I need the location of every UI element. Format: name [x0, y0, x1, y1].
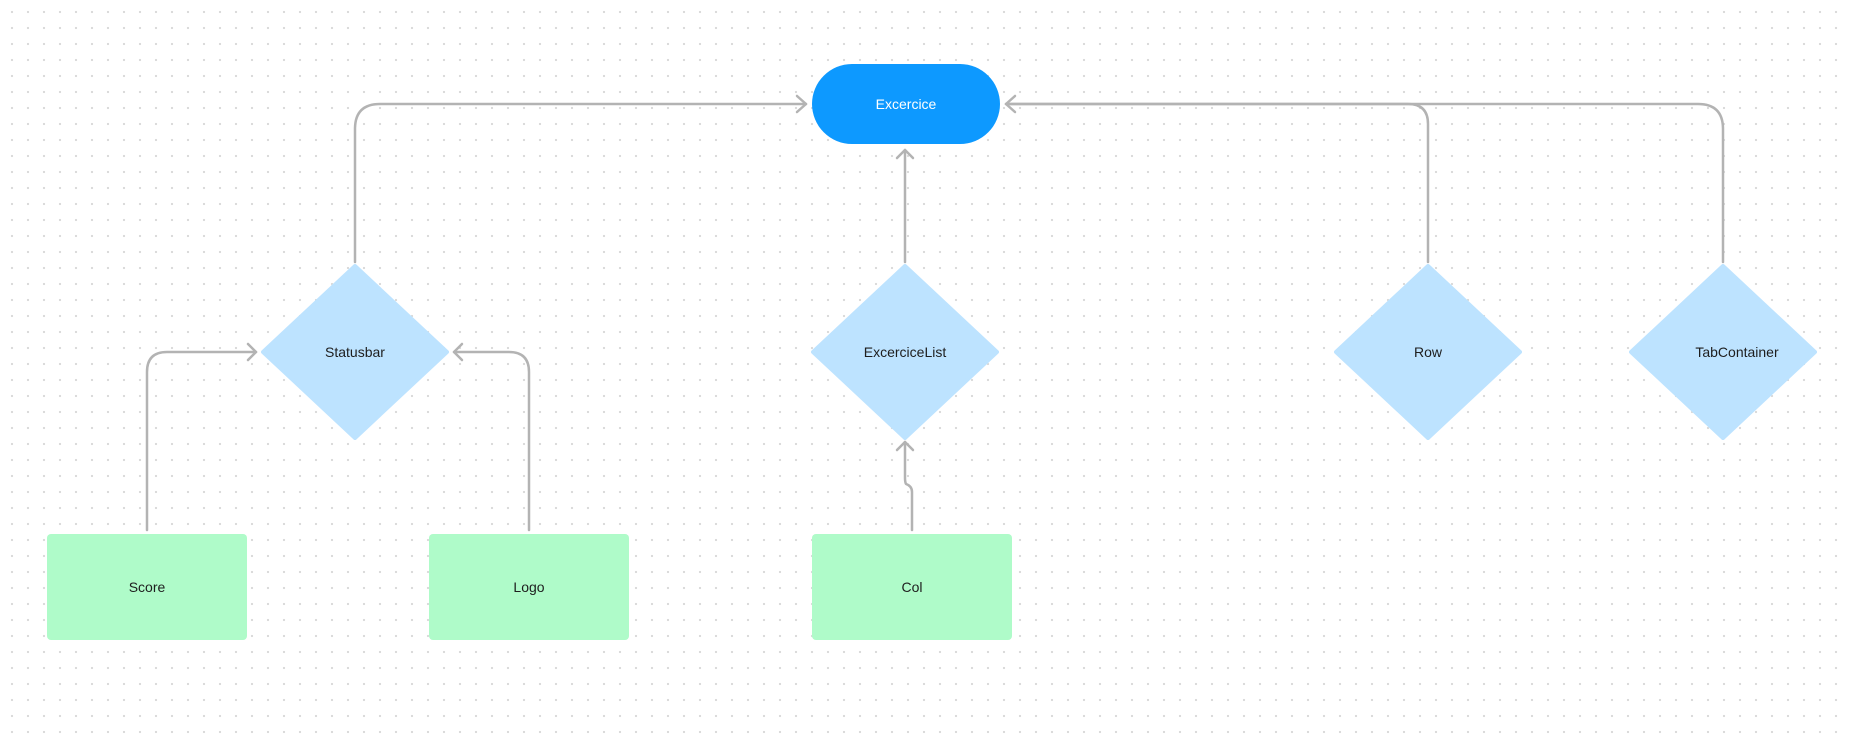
node-row[interactable]: Row — [1334, 264, 1522, 440]
node-statusbar-label: Statusbar — [325, 344, 385, 360]
node-tabcontainer[interactable]: TabContainer — [1629, 264, 1817, 440]
node-excercice-label: Excercice — [875, 96, 937, 112]
edge-col-to-excercicelist-arrowhead — [895, 440, 915, 452]
diamond-shape — [1334, 264, 1522, 440]
diamond-shape — [811, 264, 999, 440]
edge-logo-to-statusbar — [452, 350, 531, 532]
node-score-label: Score — [128, 579, 166, 595]
edge-statusbar-to-excercice — [353, 102, 808, 264]
node-col[interactable]: Col — [812, 534, 1012, 640]
edge-row-to-excercice — [1004, 102, 1430, 264]
node-col-label: Col — [901, 579, 923, 595]
node-tabcontainer-label: TabContainer — [1695, 344, 1779, 360]
node-logo[interactable]: Logo — [429, 534, 629, 640]
edge-tabcontainer-to-excercice — [1004, 102, 1725, 264]
diamond-shape — [1629, 264, 1817, 440]
node-score[interactable]: Score — [47, 534, 247, 640]
edge-statusbar-to-excercice-arrowhead — [795, 94, 808, 114]
node-excercicelist[interactable]: ExcerciceList — [811, 264, 999, 440]
node-excercicelist-label: ExcerciceList — [863, 344, 947, 360]
node-logo-label: Logo — [513, 579, 545, 595]
edge-score-to-statusbar-arrowhead — [246, 342, 258, 362]
edge-col-to-excercicelist — [903, 440, 914, 532]
node-row-label: Row — [1413, 344, 1442, 360]
diamond-shape — [261, 264, 449, 440]
edge-logo-to-statusbar-arrowhead — [452, 342, 464, 362]
edge-excercicelist-to-excercice-arrowhead — [895, 148, 915, 160]
node-excercice[interactable]: Excercice — [812, 64, 1000, 144]
edge-row-tabcontainer-to-excercice-arrowhead — [1004, 94, 1017, 114]
edge-score-to-statusbar — [145, 350, 258, 532]
node-statusbar[interactable]: Statusbar — [261, 264, 449, 440]
